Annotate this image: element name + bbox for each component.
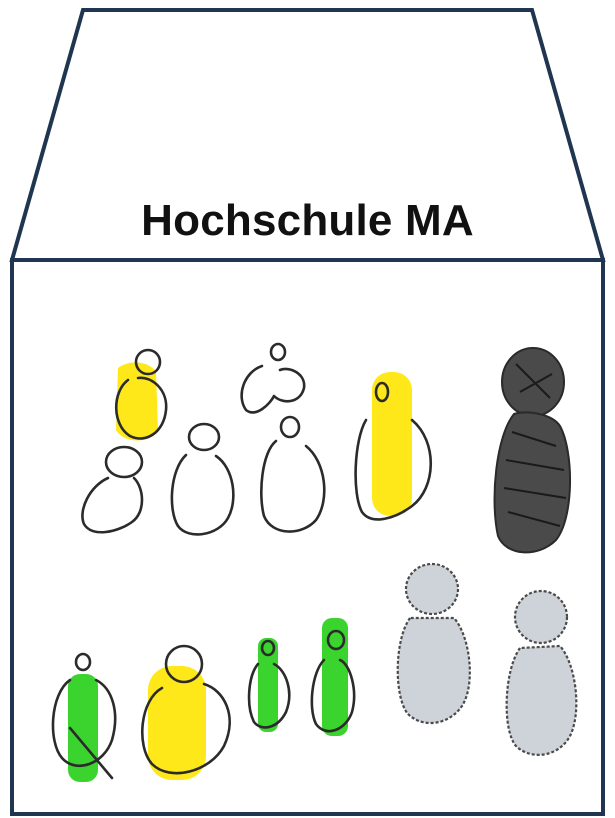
figure-green-2: [247, 638, 291, 732]
house-title: Hochschule MA: [141, 196, 474, 245]
figure-green-3: [310, 618, 356, 736]
figure-outline-2: [170, 422, 235, 536]
figure-yellow-4: [354, 372, 432, 521]
figure-grey-2: [505, 589, 578, 756]
figure-outline-3: [240, 342, 326, 533]
figure-yellow-1: [81, 348, 168, 534]
figure-dark-large: [493, 347, 571, 554]
figure-grey-1: [396, 562, 471, 725]
figure-yellow-2: [140, 644, 231, 780]
figure-green-1: [51, 652, 117, 782]
